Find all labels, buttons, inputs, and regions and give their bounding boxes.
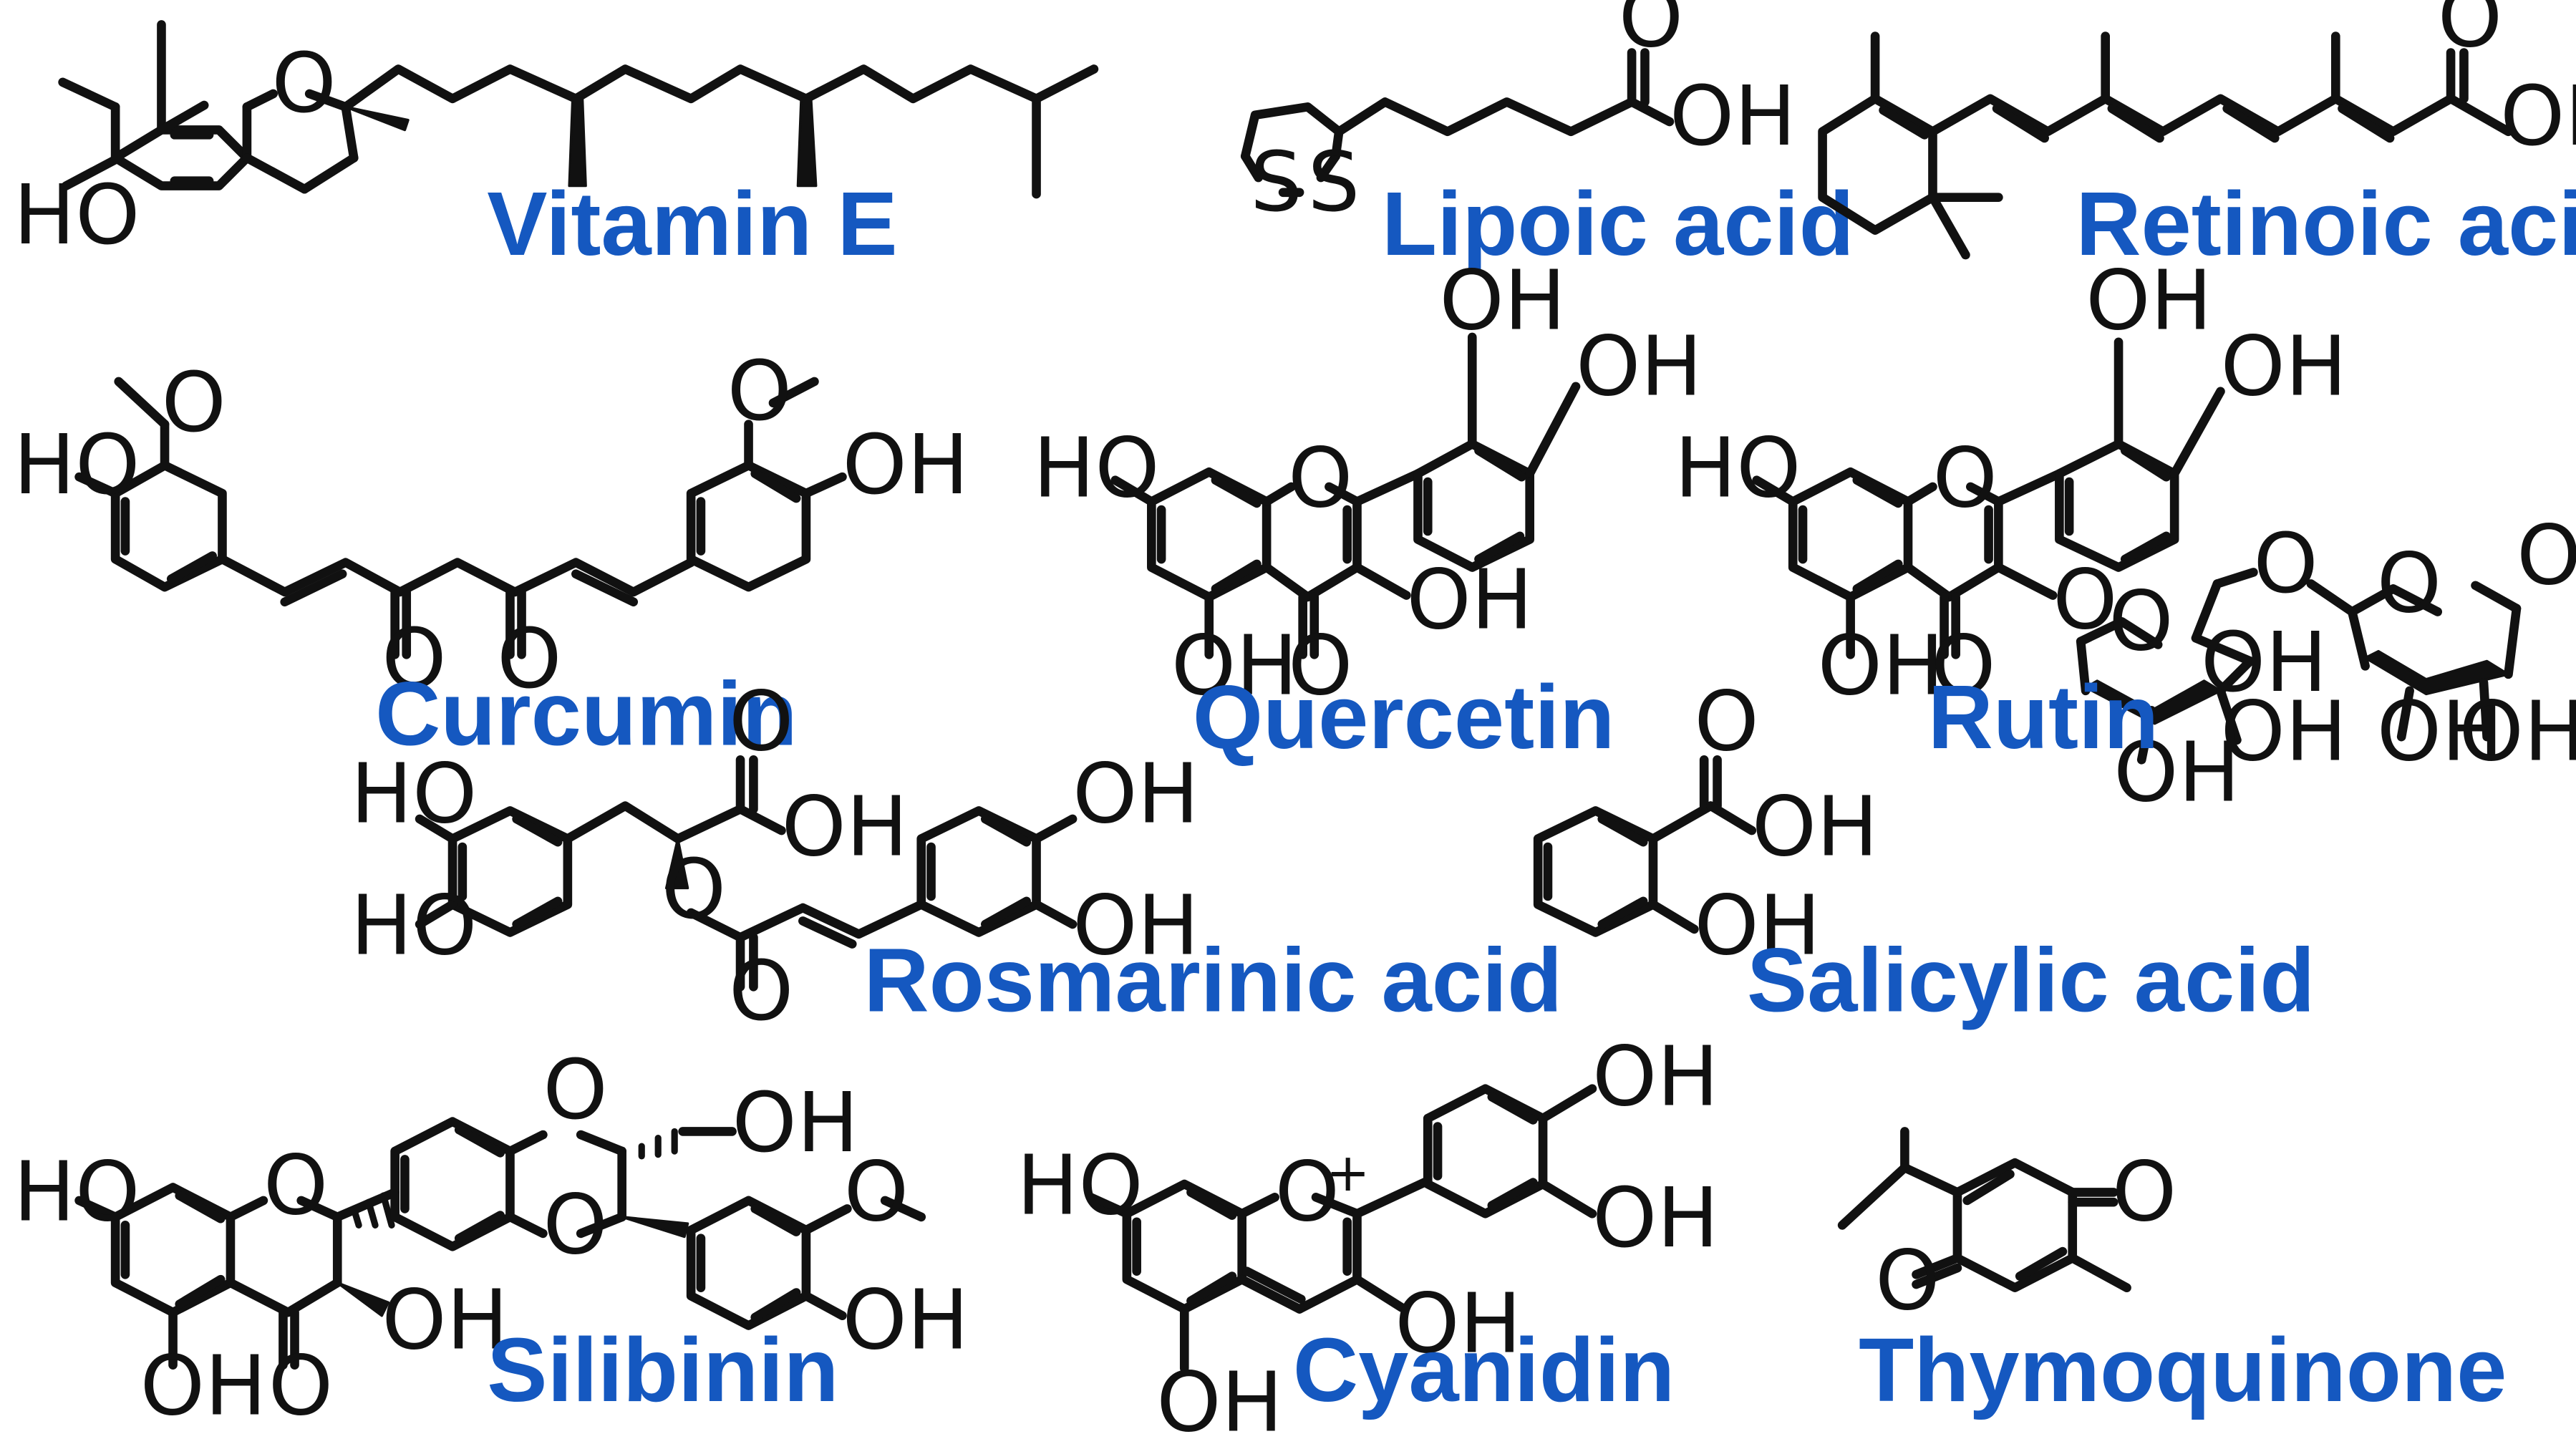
silibinin-hydroxyl-7: HO bbox=[14, 1144, 140, 1240]
vitamin-e-ring-oxygen: O bbox=[271, 36, 336, 132]
rutin-rhamnose-hydroxyl-4: OH bbox=[2517, 508, 2576, 604]
cyanidin-hydroxyl-7: HO bbox=[1017, 1138, 1143, 1234]
rutin-glucose-ring-oxygen: O bbox=[2108, 573, 2173, 669]
silibinin-hydroxymethyl: OH bbox=[732, 1075, 859, 1171]
retinoic-acid-label: Retinoic acid bbox=[2076, 173, 2576, 274]
rutin-glucose-hydroxyl-3: OH bbox=[2220, 684, 2347, 780]
rosmarinic-acid-hydroxyl-3: HO bbox=[351, 747, 478, 843]
silibinin-methoxy-oxygen: O bbox=[844, 1144, 909, 1240]
cyanidin-hydroxyl-5: OH bbox=[1156, 1355, 1283, 1439]
rutin-structure: O HO OH O O O O O OH OH OH OH OH OH OH O… bbox=[1675, 253, 2576, 820]
rosmarinic-acid-hydroxyl-4prime: OH bbox=[1072, 878, 1199, 974]
rutin-rhamnose-ring-oxygen: O bbox=[2377, 536, 2441, 632]
salicylic-acid-structure: O OH OH Salicylic acid bbox=[1533, 674, 2315, 1031]
rutin-glucose-hydroxyl-4: OH bbox=[2201, 615, 2328, 711]
lipoic-acid-sulfur-1: S bbox=[1250, 135, 1302, 231]
curcumin-methoxy-oxygen-right: O bbox=[727, 344, 792, 440]
silibinin-dioxane-oxygen-2: O bbox=[543, 1177, 607, 1273]
salicylic-acid-hydroxyl: OH bbox=[1694, 878, 1821, 974]
salicylic-acid-label: Salicylic acid bbox=[1747, 930, 2315, 1031]
rosmarinic-acid-hydroxyl-3prime: OH bbox=[1072, 747, 1199, 843]
salicylic-acid-carboxyl-hydroxyl: OH bbox=[1752, 780, 1879, 876]
quercetin-carbonyl-oxygen: O bbox=[1288, 618, 1352, 714]
rosmarinic-acid-label: Rosmarinic acid bbox=[863, 930, 1562, 1031]
curcumin-label: Curcumin bbox=[375, 664, 798, 765]
curcumin-keto-oxygen-1: O bbox=[382, 611, 446, 707]
quercetin-ring-oxygen: O bbox=[1288, 431, 1352, 527]
thymoquinone-label: Thymoquinone bbox=[1859, 1319, 2507, 1420]
silibinin-dioxane-oxygen-1: O bbox=[543, 1042, 607, 1138]
quercetin-hydroxyl-3prime: OH bbox=[1439, 253, 1566, 349]
thymoquinone-oxygen-4: O bbox=[1875, 1234, 1940, 1329]
silibinin-hydroxyl-4double-prime: OH bbox=[842, 1273, 969, 1369]
salicylic-acid-carbonyl-oxygen: O bbox=[1694, 674, 1758, 770]
rutin-ring-oxygen: O bbox=[1932, 431, 1997, 527]
rosmarinic-acid-structure: HO HO O OH O O OH OH Rosmarinic acid bbox=[351, 674, 1563, 1040]
cyanidin-oxonium-oxygen: O bbox=[1275, 1144, 1340, 1240]
thymoquinone-oxygen-1: O bbox=[2112, 1144, 2176, 1240]
quercetin-hydroxyl-7: HO bbox=[1033, 421, 1160, 517]
vitamin-e-hydroxyl: HO bbox=[14, 168, 140, 263]
rosmarinic-acid-hydroxyl-4: HO bbox=[351, 878, 478, 974]
cyanidin-label: Cyanidin bbox=[1293, 1319, 1675, 1420]
quercetin-structure: O HO OH O OH OH OH Quercetin bbox=[1033, 253, 1703, 767]
rosmarinic-acid-ester-carbonyl-oxygen: O bbox=[729, 944, 793, 1040]
rosmarinic-acid-carboxyl-hydroxyl: OH bbox=[781, 780, 908, 876]
rutin-rhamnose-hydroxyl-2: OH bbox=[2459, 684, 2576, 780]
cyanidin-positive-charge: + bbox=[1326, 1143, 1370, 1203]
rutin-hydroxyl-5: OH bbox=[1818, 618, 1945, 714]
curcumin-hydroxyl-left: HO bbox=[14, 417, 140, 513]
quercetin-hydroxyl-3: OH bbox=[1406, 553, 1533, 649]
rosmarinic-acid-carbonyl-oxygen: O bbox=[729, 674, 793, 770]
thymoquinone-structure: O O Thymoquinone bbox=[1837, 1127, 2507, 1420]
curcumin-hydroxyl-right: OH bbox=[842, 417, 969, 513]
lipoic-acid-carbonyl-oxygen: O bbox=[1619, 0, 1683, 66]
silibinin-structure: O HO OH O OH O O OH O OH Silibinin bbox=[14, 1042, 969, 1434]
silibinin-label: Silibinin bbox=[487, 1319, 838, 1420]
lipoic-acid-hydroxyl: OH bbox=[1670, 69, 1796, 165]
rutin-carbonyl-oxygen: O bbox=[1931, 618, 1995, 714]
rutin-hydroxyl-7: HO bbox=[1675, 421, 1801, 517]
curcumin-methoxy-oxygen-left: O bbox=[161, 355, 226, 451]
silibinin-hydroxyl-3: OH bbox=[382, 1273, 508, 1369]
cyanidin-hydroxyl-4prime: OH bbox=[1592, 1171, 1719, 1266]
cyanidin-hydroxyl-3prime: OH bbox=[1592, 1029, 1719, 1125]
curcumin-keto-oxygen-2: O bbox=[497, 611, 561, 707]
retinoic-acid-hydroxyl: OH bbox=[2500, 69, 2576, 165]
silibinin-hydroxyl-5: OH bbox=[140, 1339, 267, 1435]
vitamin-e-structure: O HO Vitamin E bbox=[14, 20, 1099, 274]
quercetin-hydroxyl-4prime: OH bbox=[1576, 319, 1703, 415]
rutin-hydroxyl-3prime: OH bbox=[2086, 253, 2212, 349]
quercetin-label: Quercetin bbox=[1193, 667, 1615, 767]
quercetin-hydroxyl-5: OH bbox=[1171, 618, 1298, 714]
rutin-glycoside-oxygen: O bbox=[2053, 553, 2117, 649]
vitamin-e-label: Vitamin E bbox=[487, 173, 897, 274]
cyanidin-hydroxyl-3: OH bbox=[1395, 1276, 1521, 1372]
lipoic-acid-label: Lipoic acid bbox=[1382, 173, 1854, 274]
silibinin-ring-oxygen: O bbox=[263, 1138, 328, 1234]
rosmarinic-acid-ester-oxygen: O bbox=[662, 842, 726, 938]
curcumin-structure: O HO O O O OH Curcumin bbox=[14, 344, 969, 765]
rutin-hydroxyl-4prime: OH bbox=[2220, 319, 2347, 415]
lipoic-acid-sulfur-2: S bbox=[1308, 135, 1360, 231]
retinoic-acid-carbonyl-oxygen: O bbox=[2438, 0, 2502, 66]
rutin-glucose-hydroxyl-2: OH bbox=[2113, 725, 2240, 821]
lipoic-acid-structure: O OH S S Lipoic acid bbox=[1240, 0, 1854, 274]
retinoic-acid-structure: O OH Retinoic acid bbox=[1818, 0, 2576, 274]
rutin-linker-oxygen: O bbox=[2253, 516, 2318, 612]
cyanidin-structure: O + HO OH OH OH OH Cyanidin bbox=[1017, 1029, 1719, 1439]
silibinin-carbonyl-oxygen: O bbox=[268, 1339, 333, 1435]
rutin-label: Rutin bbox=[1928, 667, 2159, 767]
rutin-rhamnose-hydroxyl-3: OH bbox=[2377, 684, 2504, 780]
